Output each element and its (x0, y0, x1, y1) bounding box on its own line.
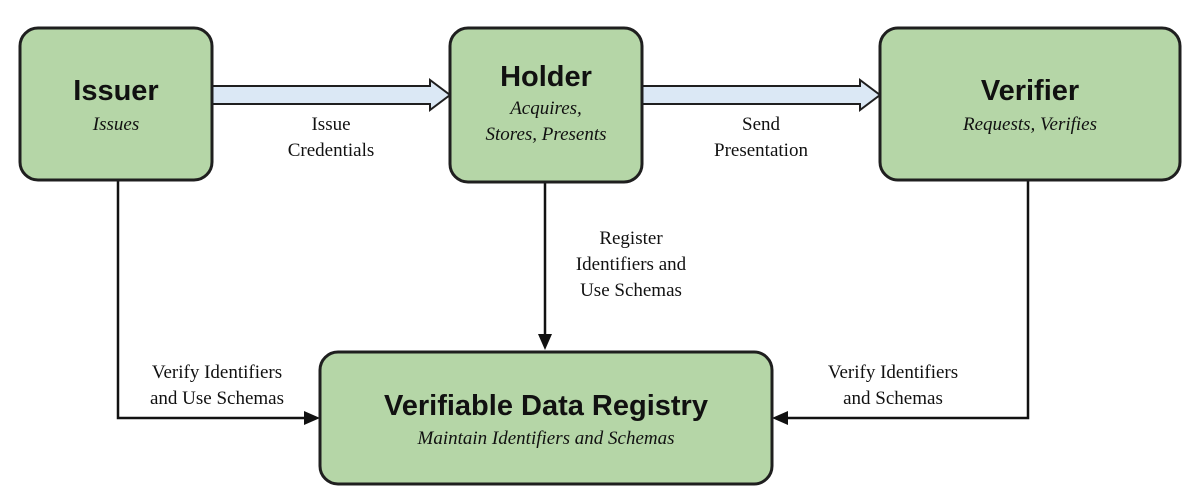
issue-credentials-label: Issue Credentials (288, 114, 375, 161)
registry-node: Verifiable Data Registry Maintain Identi… (318, 350, 774, 486)
registry-box (318, 350, 774, 486)
verifier-subtitle: Requests, Verifies (962, 114, 1097, 135)
register-label-line-3: Use Schemas (580, 280, 682, 301)
verifier-box (878, 26, 1182, 182)
issuer-verify-label-line-1: Verify Identifiers (152, 362, 282, 383)
verifier-verify-label-line-2: and Schemas (843, 388, 943, 409)
holder-box (448, 26, 644, 184)
issuer-verify-label-line-2: and Use Schemas (150, 388, 284, 409)
verifier-node: Verifier Requests, Verifies (878, 26, 1182, 182)
verifier-to-registry-line (786, 180, 1030, 420)
verifier-to-registry-arrowhead (772, 411, 788, 425)
send-presentation-label-line-1: Send (742, 114, 781, 135)
send-presentation-arrow (641, 78, 882, 112)
verifier-verify-label: Verify Identifiers and Schemas (828, 362, 958, 409)
issuer-box (18, 26, 214, 182)
holder-subtitle-line-2: Stores, Presents (485, 124, 606, 145)
verifier-verify-label-line-1: Verify Identifiers (828, 362, 958, 383)
verifier-title: Verifier (981, 75, 1079, 107)
issuer-node: Issuer Issues (18, 26, 214, 182)
issue-credentials-label-line-1: Issue (311, 114, 350, 135)
register-identifiers-label: Register Identifiers and Use Schemas (576, 228, 687, 301)
issuer-to-registry-line (116, 180, 306, 420)
register-label-line-1: Register (599, 228, 663, 249)
send-presentation-label-line-2: Presentation (714, 140, 808, 161)
issuer-to-registry-arrowhead (304, 411, 320, 425)
issue-credentials-label-line-2: Credentials (288, 140, 375, 161)
registry-subtitle: Maintain Identifiers and Schemas (417, 428, 675, 449)
register-label-line-2: Identifiers and (576, 254, 687, 275)
issuer-subtitle: Issues (92, 114, 139, 135)
issue-credentials-arrow (211, 78, 452, 112)
issuer-title: Issuer (73, 75, 158, 107)
holder-title: Holder (500, 61, 592, 93)
holder-node: Holder Acquires, Stores, Presents (448, 26, 644, 184)
holder-to-registry-arrowhead (538, 334, 552, 350)
send-presentation-label: Send Presentation (714, 114, 808, 161)
holder-subtitle-line-1: Acquires, (508, 98, 582, 119)
registry-title: Verifiable Data Registry (384, 390, 708, 422)
issuer-verify-label: Verify Identifiers and Use Schemas (150, 362, 284, 409)
